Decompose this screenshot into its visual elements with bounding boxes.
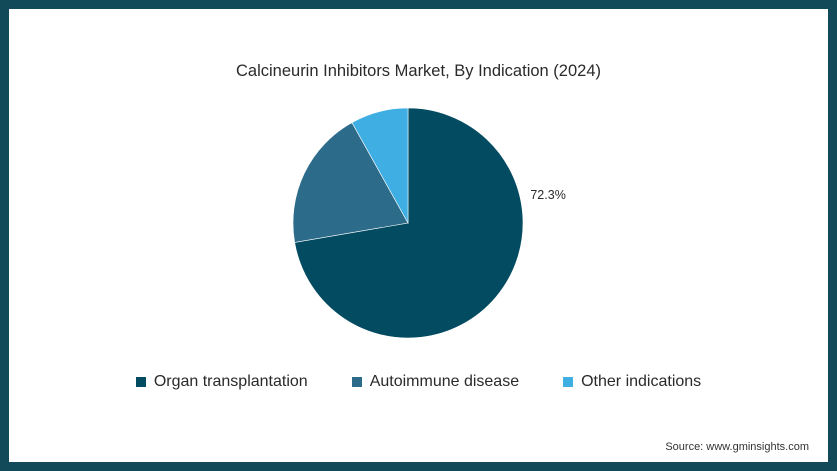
source-note: Source: www.gminsights.com (665, 441, 809, 453)
legend-item-other-indications: Other indications (563, 373, 701, 391)
legend-item-autoimmune-disease: Autoimmune disease (351, 373, 520, 391)
legend: Organ transplantation Autoimmune disease… (0, 373, 837, 391)
legend-item-organ-transplantation: Organ transplantation (135, 373, 308, 391)
pie-slice-organ-transplantation (294, 107, 524, 339)
legend-swatch (351, 377, 362, 387)
legend-label: Autoimmune disease (369, 373, 520, 390)
pie-slice-other-indications (351, 107, 409, 225)
chart-title: Calcineurin Inhibitors Market, By Indica… (235, 62, 601, 80)
legend-swatch (135, 377, 146, 387)
pie-data-label: 72.3% (530, 188, 565, 202)
legend-label: Organ transplantation (153, 373, 308, 390)
pie-slice-autoimmune-disease (292, 122, 409, 243)
legend-swatch (563, 377, 574, 387)
legend-label: Other indications (581, 373, 702, 390)
